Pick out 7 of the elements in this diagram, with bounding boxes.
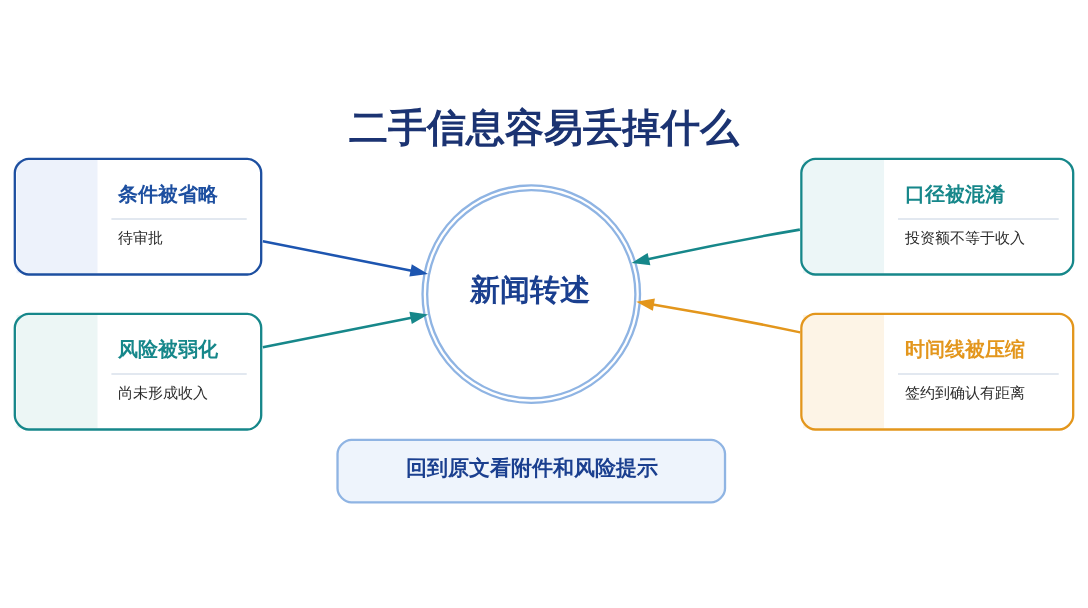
arrow [636, 298, 801, 334]
arrow [262, 239, 429, 277]
diagram-title: 二手信息容易丢掉什么 [348, 104, 739, 150]
node-box: 回到原文看附件和风险提示 [336, 438, 727, 504]
node-circle: 新闻转述 [421, 184, 642, 405]
arrow [262, 311, 429, 349]
arrow [631, 228, 801, 266]
